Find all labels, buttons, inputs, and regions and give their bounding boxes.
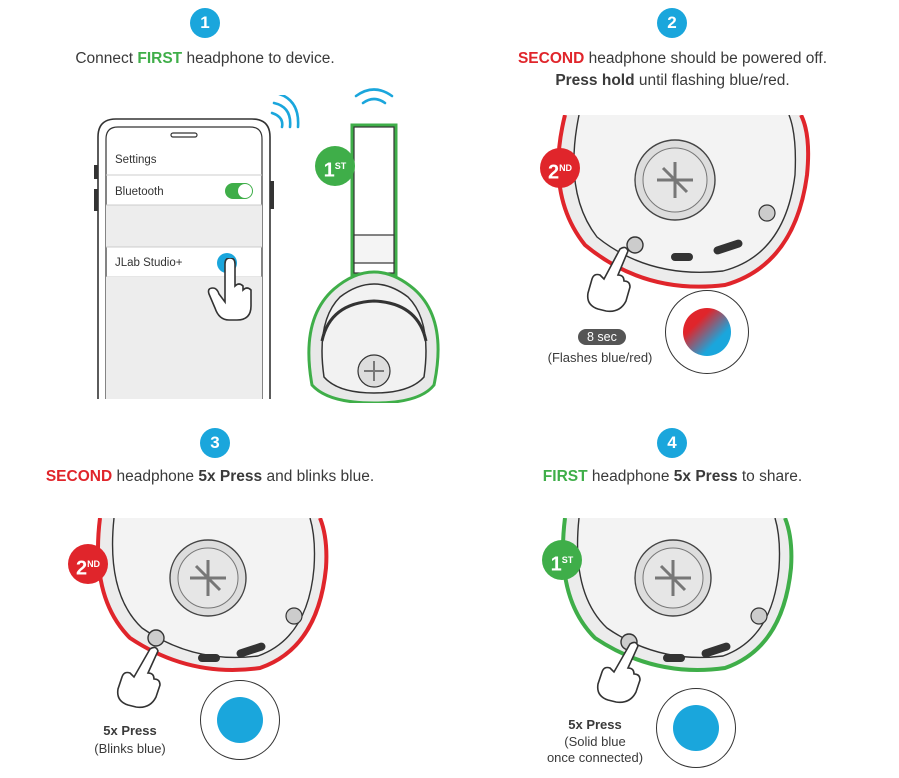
led-indicator-solid <box>656 688 736 768</box>
step-2-number: 2 <box>657 8 687 38</box>
step-1-text-post: headphone to device. <box>182 50 335 67</box>
wireless-signal-icon-2 <box>354 88 394 105</box>
step-2-caption-line1: SECOND headphone should be powered off. <box>450 50 895 68</box>
second-headphone-earcup-illustration <box>556 115 811 289</box>
step-4-number: 4 <box>657 428 687 458</box>
step-2-caption-line2: Press hold until flashing blue/red. <box>450 72 895 90</box>
step-2-press-hold-emphasis: Press hold <box>555 72 635 89</box>
hand-pointer-icon-step3 <box>116 646 161 709</box>
step-4-text-post: to share. <box>737 468 803 485</box>
second-badge-step3: 2ND <box>68 544 108 584</box>
hand-pointer-icon-step4 <box>596 641 641 704</box>
step-2-duration: 8 sec <box>578 328 626 346</box>
bluetooth-toggle[interactable] <box>225 183 253 199</box>
step-3-number: 3 <box>200 428 230 458</box>
second-badge-number-3: 2 <box>75 557 88 580</box>
hand-pointer-icon-step2 <box>586 246 631 313</box>
step-1-number: 1 <box>190 8 220 38</box>
step-3-text-post: and blinks blue. <box>262 468 375 485</box>
first-badge-suffix: ST <box>334 161 347 171</box>
step-1-first-emphasis: FIRST <box>137 50 183 67</box>
step-4-press-emphasis: 5x Press <box>673 468 738 485</box>
device-list-item-label[interactable]: JLab Studio+ <box>115 257 183 269</box>
step-3-callout-caption: (Blinks blue) <box>94 741 166 756</box>
first-badge-suffix-4: ST <box>561 555 574 565</box>
step-4-callout-caption-1: (Solid blue <box>564 734 626 749</box>
hand-pointer-icon <box>207 258 252 321</box>
first-headphone-earcup-illustration-step4 <box>561 518 794 672</box>
second-headphone-earcup-illustration-step3 <box>96 518 329 672</box>
first-badge: 1ST <box>315 146 355 186</box>
step-4-caption: FIRST headphone 5x Press to share. <box>450 468 895 486</box>
step-2-callout-caption: (Flashes blue/red) <box>547 350 653 365</box>
step-1-caption: Connect FIRST headphone to device. <box>0 50 410 68</box>
step-3-text-mid: headphone <box>112 468 199 485</box>
step-3-caption: SECOND headphone 5x Press and blinks blu… <box>0 468 420 486</box>
step-4-callout-caption-2: once connected) <box>546 750 644 765</box>
step-4-press-label: 5x Press <box>568 717 622 732</box>
step-2-text-1: headphone should be powered off. <box>584 50 828 67</box>
step-4-first-emphasis: FIRST <box>542 468 588 485</box>
step-3-second-emphasis: SECOND <box>45 468 113 485</box>
duration-pill: 8 sec <box>578 329 626 345</box>
led-indicator-flashing <box>665 290 749 374</box>
first-headphone-side-illustration <box>307 88 440 403</box>
first-badge-number-4: 1 <box>550 553 562 576</box>
wireless-signal-icon <box>270 95 300 129</box>
second-badge-suffix-3: ND <box>87 559 101 569</box>
step-1-text-pre: Connect <box>75 50 138 67</box>
phone-illustration <box>94 95 300 399</box>
second-badge-number: 2 <box>547 161 560 184</box>
bluetooth-label[interactable]: Bluetooth <box>115 186 164 198</box>
step-3-press-label: 5x Press <box>103 723 157 738</box>
step-4-text-mid: headphone <box>587 468 674 485</box>
second-badge-step2: 2ND <box>540 148 580 188</box>
first-badge-step4: 1ST <box>542 540 582 580</box>
first-badge-number: 1 <box>323 159 335 182</box>
second-badge-suffix: ND <box>559 163 573 173</box>
settings-label: Settings <box>115 154 157 166</box>
led-indicator-blinking <box>200 680 280 760</box>
step-2-text-2: until flashing blue/red. <box>634 72 790 89</box>
step-3-press-emphasis: 5x Press <box>198 468 263 485</box>
step-2-second-emphasis: SECOND <box>517 50 585 67</box>
